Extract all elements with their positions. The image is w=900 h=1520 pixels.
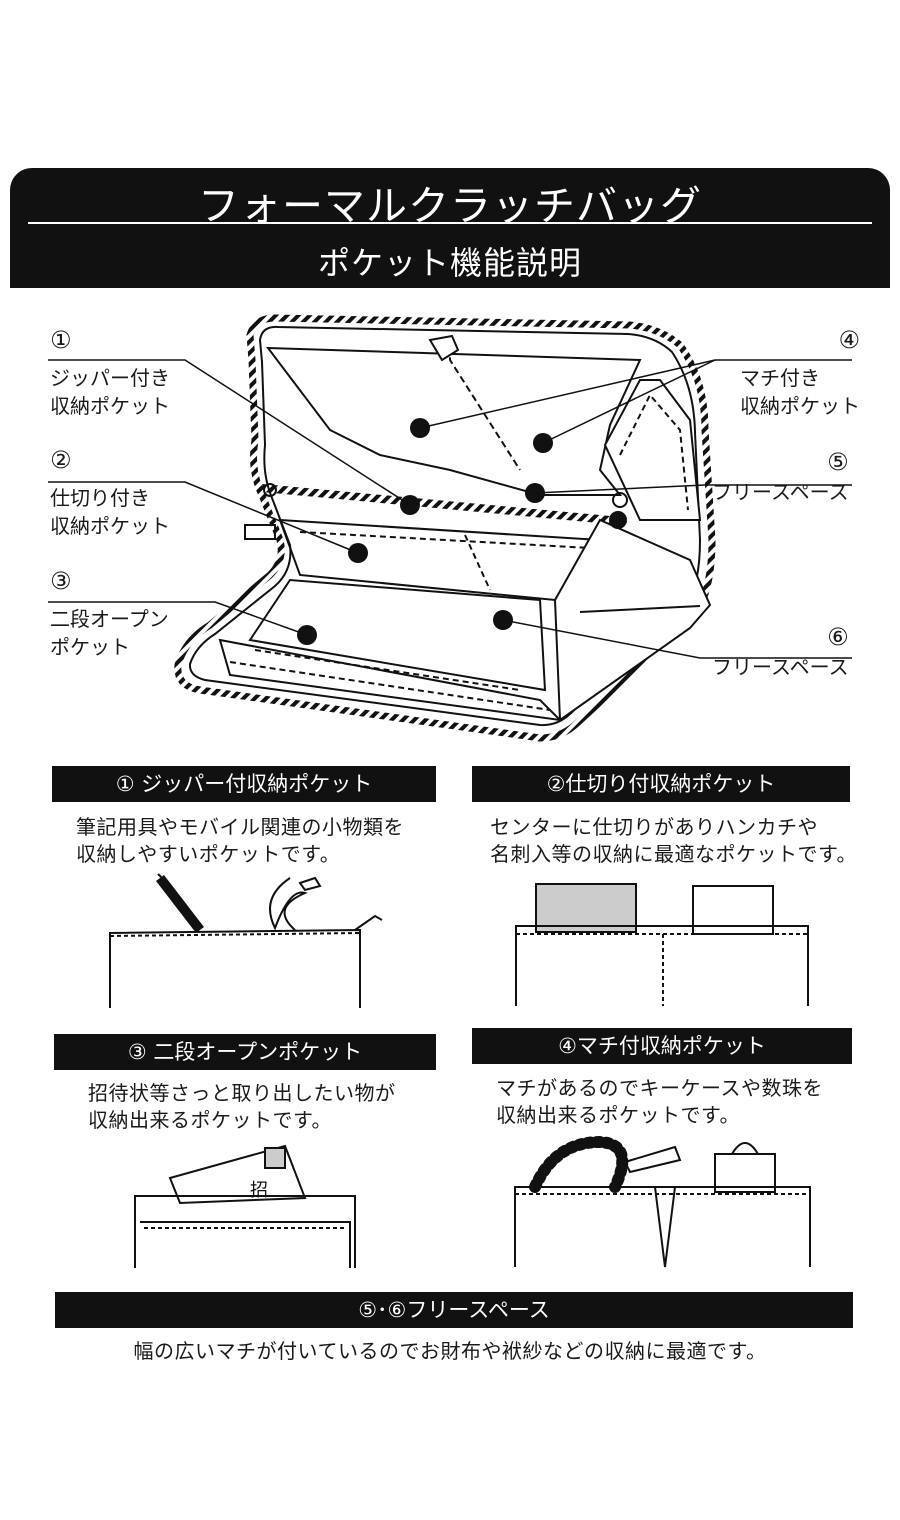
free-space-title: ⑤･⑥フリースペース xyxy=(55,1292,853,1328)
callout-2-num: ② xyxy=(50,446,72,474)
section-4-title: ④マチ付収納ポケット xyxy=(472,1028,852,1064)
callout-2-line1: 仕切り付き xyxy=(50,486,150,510)
section-2-title: ②仕切り付収納ポケット xyxy=(472,766,850,802)
callout-2: ② 仕切り付き 収納ポケット xyxy=(50,446,170,540)
callout-1: ① ジッパー付き 収納ポケット xyxy=(50,326,170,420)
callout-4-num: ④ xyxy=(838,326,860,354)
callout-3-num: ③ xyxy=(50,567,72,595)
gusset-pocket-illustration xyxy=(514,1135,811,1268)
callout-3: ③ 二段オープン ポケット xyxy=(50,567,169,661)
open-pocket-illustration: 招 xyxy=(134,1144,356,1268)
callout-2-line2: 収納ポケット xyxy=(50,514,170,538)
header-banner xyxy=(10,168,890,288)
envelope-label: 招 xyxy=(250,1180,268,1201)
section-1-title: ① ジッパー付収納ポケット xyxy=(52,766,436,802)
banner-rule xyxy=(28,222,872,224)
section-3-title: ③ 二段オープンポケット xyxy=(54,1034,436,1070)
callout-1-line1: ジッパー付き xyxy=(50,366,170,390)
section-2-line2: 名刺入等の収納に最適なポケットです。 xyxy=(490,842,857,866)
section-2-desc: センターに仕切りがありハンカチや 名刺入等の収納に最適なポケットです。 xyxy=(490,814,857,868)
free-space-text: 幅の広いマチが付いているのでお財布や袱紗などの収納に最適です。 xyxy=(133,1339,767,1363)
section-3-line2: 収納出来るポケットです。 xyxy=(88,1108,332,1132)
callout-4-line1: マチ付き xyxy=(740,366,820,390)
page-title: フォーマルクラッチバッグ xyxy=(198,182,702,230)
bag-diagram xyxy=(48,314,852,742)
callout-1-line2: 収納ポケット xyxy=(50,394,170,418)
divider-pocket-illustration xyxy=(515,883,809,1006)
outer-zipper xyxy=(174,314,716,742)
callout-5-line1: フリースペース xyxy=(712,480,849,504)
section-1-desc: 筆記用具やモバイル関連の小物類を 収納しやすいポケットです。 xyxy=(76,814,404,868)
callout-3-line1: 二段オープン xyxy=(50,607,169,631)
callout-3-line2: ポケット xyxy=(50,635,130,659)
callout-6-num: ⑥ xyxy=(827,623,849,651)
zipper-pocket-illustration xyxy=(109,873,383,1008)
section-3-line1: 招待状等さっと取り出したい物が xyxy=(88,1081,396,1105)
section-3-desc: 招待状等さっと取り出したい物が 収納出来るポケットです。 xyxy=(88,1080,396,1134)
section-4-line1: マチがあるのでキーケースや数珠を xyxy=(496,1076,823,1100)
callout-6: ⑥ フリースペース xyxy=(712,623,849,681)
section-2-line1: センターに仕切りがありハンカチや xyxy=(490,815,818,839)
callout-4-line2: 収納ポケット xyxy=(740,394,860,418)
section-4-line2: 収納出来るポケットです。 xyxy=(496,1103,740,1127)
tab xyxy=(428,334,460,362)
page-subtitle: ポケット機能説明 xyxy=(317,244,582,282)
section-1-line1: 筆記用具やモバイル関連の小物類を xyxy=(76,815,404,839)
section-4-desc: マチがあるのでキーケースや数珠を 収納出来るポケットです。 xyxy=(496,1075,823,1129)
callout-4: ④ マチ付き 収納ポケット xyxy=(740,326,860,420)
callout-1-num: ① xyxy=(50,326,72,354)
callout-5-num: ⑤ xyxy=(827,448,849,476)
section-1-line2: 収納しやすいポケットです。 xyxy=(76,842,341,866)
callout-6-line1: フリースペース xyxy=(712,655,849,679)
callout-5: ⑤ フリースペース xyxy=(712,448,849,506)
